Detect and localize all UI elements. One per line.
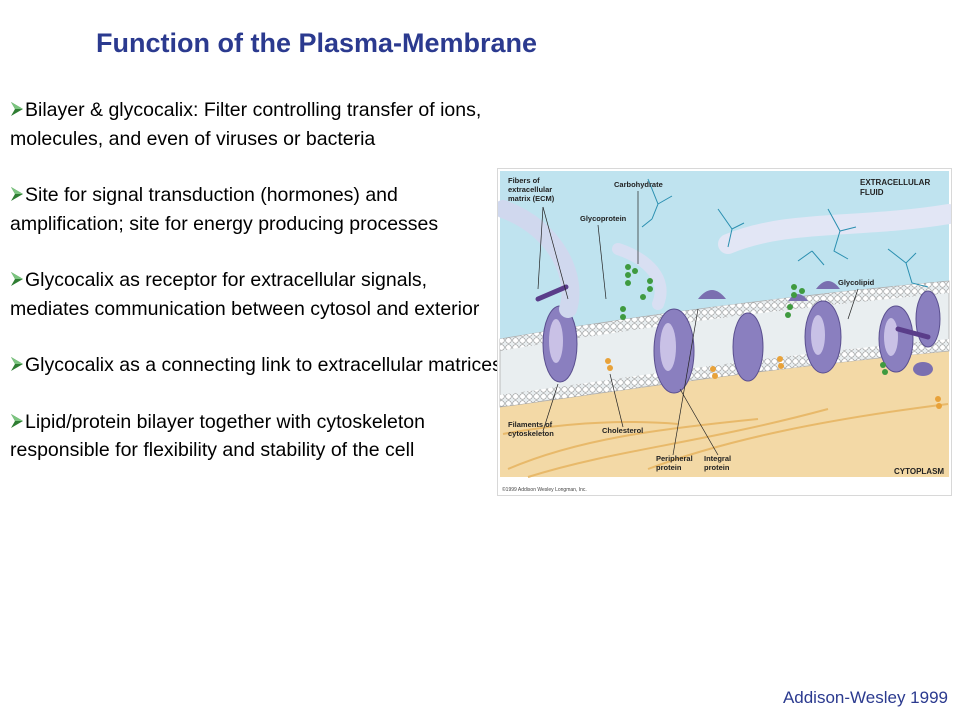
bullet-text: Glycocalix as a connecting link to extra… [25,354,502,376]
bullet-text: Bilayer & glycocalix: Filter controlling… [10,99,482,150]
green-arrow-bullet-icon [11,272,23,286]
green-arrow-bullet-icon [11,357,23,371]
label-carbohydrate: Carbohydrate [614,180,663,189]
bullet-text: Lipid/protein bilayer together with cyto… [10,410,425,462]
ecm-network [641,178,929,288]
label-glycoprotein: Glycoprotein [580,214,627,223]
green-arrow-bullet-icon [11,102,23,116]
label-glycolipid: Glycolipid [838,278,875,287]
bullet-item: Bilayer & glycocalix: Filter controlling… [10,96,502,153]
lipid-heads-outer [500,281,949,351]
carbohydrate-chains [620,264,888,375]
cholesterol-molecules [605,356,942,409]
slide-title: Function of the Plasma-Membrane [96,28,538,58]
green-arrow-bullet-icon [11,413,23,428]
ecm-fibers [498,200,951,340]
bullet-item: Site for signal transduction (hormones) … [10,181,502,238]
label-cytoplasm: CYTOPLASM [894,467,944,476]
peripheral-proteins [698,281,933,376]
bullet-text: Glycocalix as receptor for extracellular… [10,269,480,320]
green-arrow-bullet-icon [11,187,23,201]
source-credit: Addison-Wesley 1999 [782,688,948,707]
bullet-text: Site for signal transduction (hormones) … [10,184,439,235]
bullet-list: Bilayer & glycocalix: Filter controlling… [10,96,502,493]
figure-copyright: ©1999 Addison Wesley Longman, Inc. [502,486,587,493]
cytoplasm-region [500,339,949,477]
bullet-item: Glycocalix as receptor for extracellular… [10,266,502,323]
bullet-item: Glycocalix as a connecting link to extra… [10,351,502,380]
label-cholesterol: Cholesterol [602,426,643,435]
bullet-item: Lipid/protein bilayer together with cyto… [10,408,502,465]
cytoskeleton-filaments [502,403,949,478]
